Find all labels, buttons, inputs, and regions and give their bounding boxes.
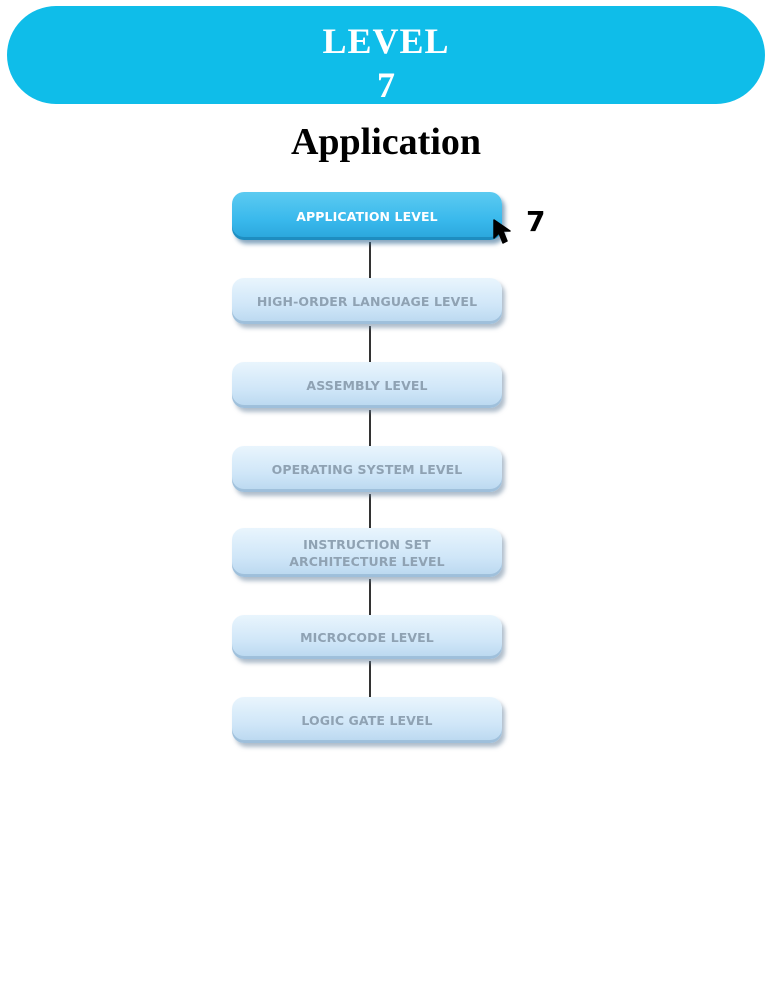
cursor-arrow-icon <box>493 219 511 244</box>
level-label: INSTRUCTION SET ARCHITECTURE LEVEL <box>289 536 445 569</box>
connector-line <box>369 410 371 450</box>
level-box-instruction-set-architecture: INSTRUCTION SET ARCHITECTURE LEVEL <box>232 528 502 577</box>
level-label: ASSEMBLY LEVEL <box>306 377 428 393</box>
page-title: Application <box>290 121 482 163</box>
level-box-operating-system: OPERATING SYSTEM LEVEL <box>232 446 502 492</box>
level-label: LOGIC GATE LEVEL <box>301 712 433 728</box>
level-banner: LEVEL 7 <box>7 6 765 104</box>
level-box-high-order-language: HIGH-ORDER LANGUAGE LEVEL <box>232 278 502 324</box>
pointer-number: 7 <box>526 205 546 238</box>
level-box-application: APPLICATION LEVEL <box>232 192 502 240</box>
connector-line <box>369 242 371 282</box>
connector-line <box>369 494 371 530</box>
level-box-assembly: ASSEMBLY LEVEL <box>232 362 502 408</box>
level-label: OPERATING SYSTEM LEVEL <box>271 461 463 477</box>
connector-line <box>369 579 371 617</box>
connector-line <box>369 661 371 699</box>
level-box-logic-gate: LOGIC GATE LEVEL <box>232 697 502 743</box>
level-label: HIGH-ORDER LANGUAGE LEVEL <box>256 293 478 309</box>
connector-line <box>369 326 371 366</box>
level-label: MICROCODE LEVEL <box>300 629 434 645</box>
banner-level-number: 7 <box>377 65 395 105</box>
level-box-microcode: MICROCODE LEVEL <box>232 615 502 659</box>
banner-title: LEVEL <box>322 21 450 61</box>
level-label: APPLICATION LEVEL <box>296 208 438 224</box>
